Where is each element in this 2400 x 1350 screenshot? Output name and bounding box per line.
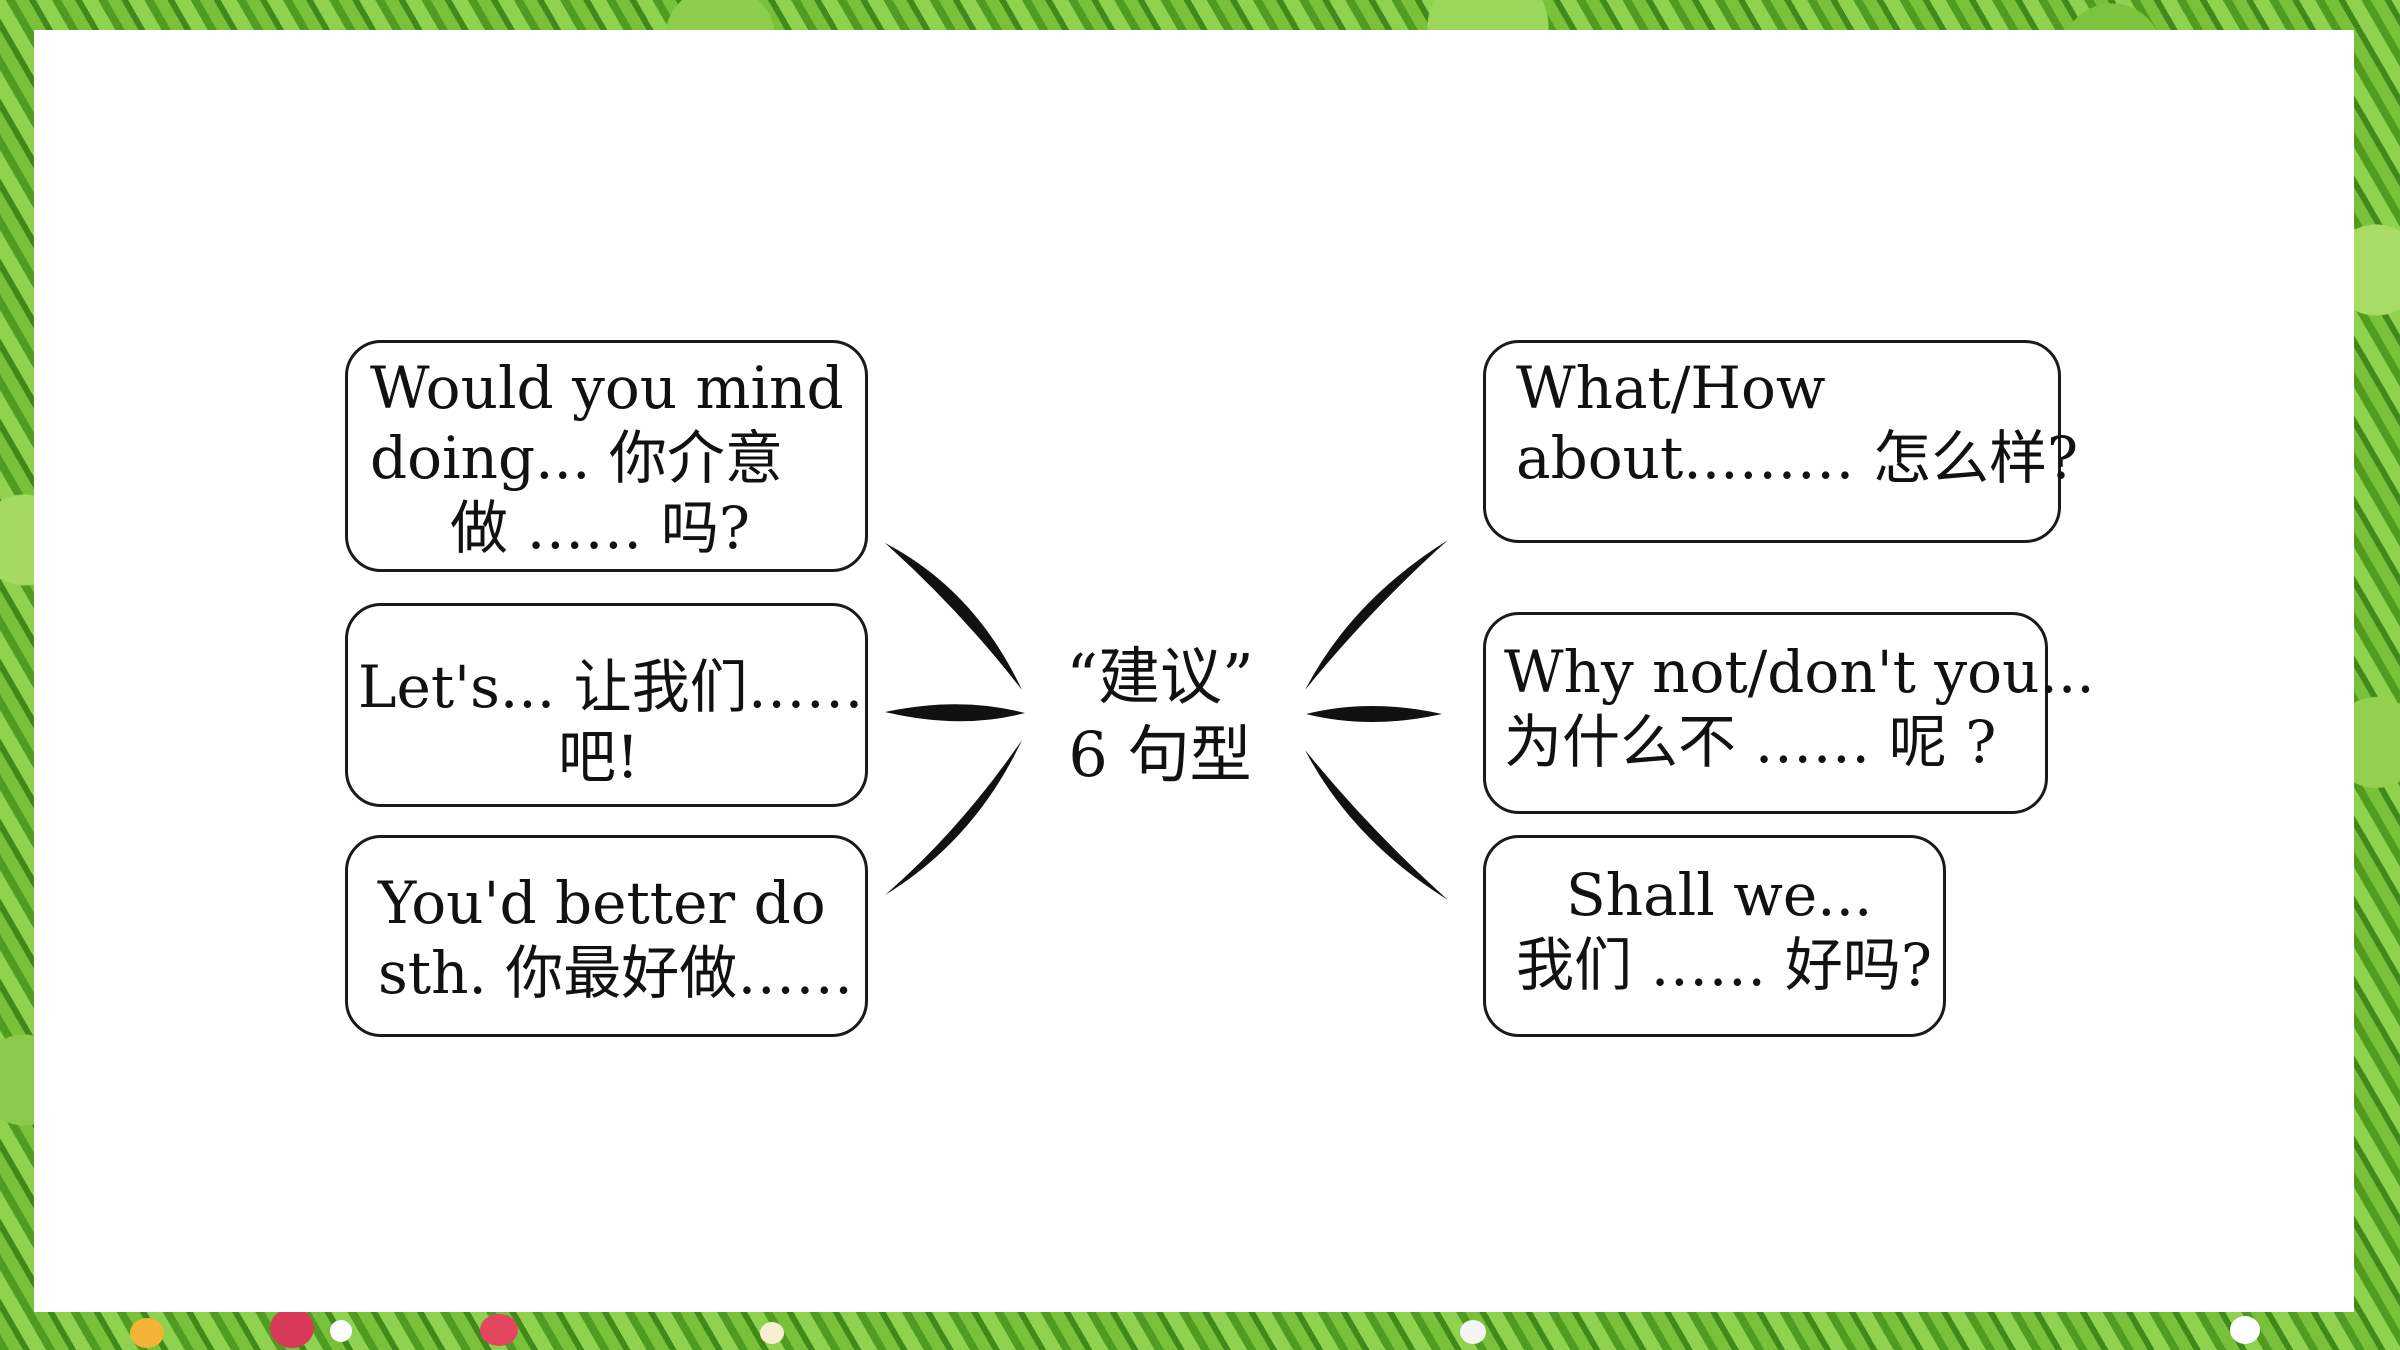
pattern-text: What/How	[1516, 354, 1826, 422]
pattern-box-lets: Let's... 让我们…… 吧!	[345, 603, 868, 807]
pattern-text: 吧!	[558, 723, 640, 791]
pattern-text: 做 …… 吗?	[450, 494, 750, 562]
pattern-text: sth. 你最好做……	[378, 939, 854, 1007]
pattern-box-would-you-mind: Would you mind doing... 你介意 做 …… 吗?	[345, 340, 868, 572]
pattern-text: You'd better do	[378, 869, 826, 937]
center-topic-label: “建议” 6 句型	[1050, 638, 1270, 794]
center-title: “建议”	[1066, 640, 1254, 713]
connector-right-middle	[1306, 706, 1442, 722]
pattern-text: 我们 …… 好吗?	[1516, 931, 1932, 999]
pattern-text: Shall we...	[1566, 861, 1873, 929]
pattern-box-shall-we: Shall we... 我们 …… 好吗?	[1483, 835, 1946, 1037]
flower-strip-decoration	[0, 1300, 2400, 1350]
pattern-text: about...…… 怎么样?	[1516, 424, 2079, 492]
pattern-box-why-not: Why not/don't you... 为什么不 …… 呢 ?	[1483, 612, 2095, 814]
center-subtitle: 6 句型	[1068, 718, 1252, 791]
connector-right-top	[1305, 540, 1448, 690]
pattern-text: doing... 你介意	[370, 424, 783, 492]
pattern-text: Let's... 让我们……	[358, 653, 864, 721]
connector-left-middle	[885, 704, 1025, 722]
pattern-box-what-how-about: What/How about...…… 怎么样?	[1483, 340, 2079, 543]
connector-left-bottom	[885, 740, 1022, 895]
connector-right-bottom	[1305, 750, 1448, 900]
pattern-text: 为什么不 …… 呢 ?	[1504, 708, 1997, 776]
pattern-box-youd-better: You'd better do sth. 你最好做……	[345, 835, 868, 1037]
pattern-text: Would you mind	[370, 354, 844, 422]
pattern-text: Why not/don't you...	[1504, 638, 2095, 706]
connector-left-top	[885, 543, 1022, 690]
